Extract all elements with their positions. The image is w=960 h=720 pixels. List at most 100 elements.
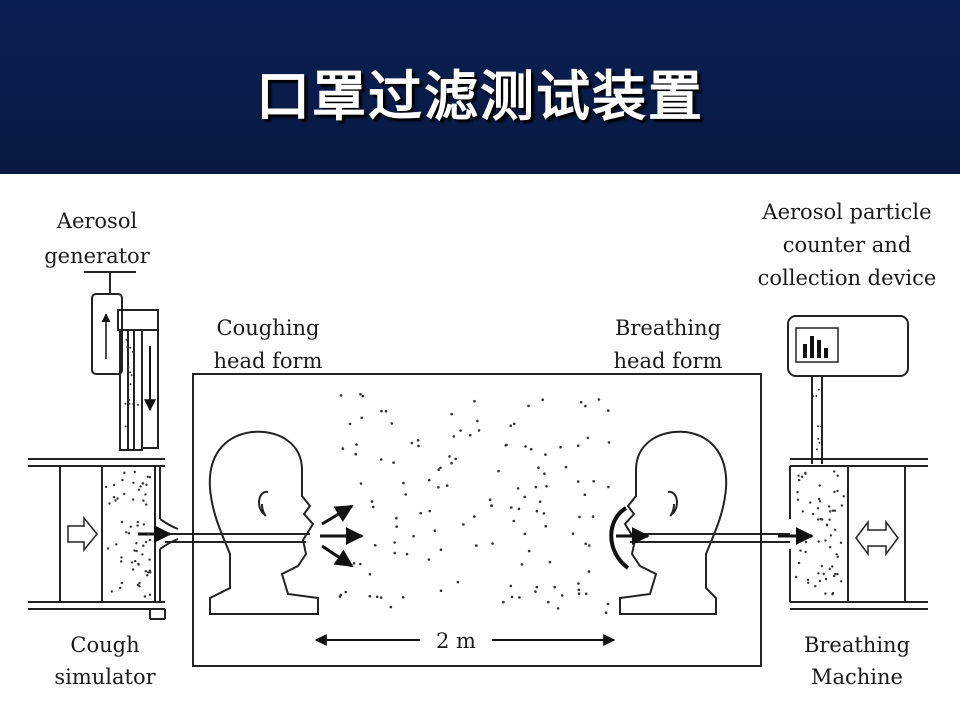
particle-dot xyxy=(797,561,801,565)
title-bar: 口罩过滤测试装置 xyxy=(0,0,960,174)
particle-dot xyxy=(587,570,591,573)
particle-dot xyxy=(577,592,581,595)
particle-dot xyxy=(545,485,548,488)
particle-dot xyxy=(523,532,527,536)
particle-dot xyxy=(339,394,343,397)
test-apparatus-diagram: Aerosol generator Coughing head form Bre… xyxy=(28,200,936,689)
particle-dot xyxy=(807,581,810,584)
particle-dot xyxy=(535,509,539,513)
particle-dot xyxy=(129,371,132,374)
breathing-head-form-label-2: head form xyxy=(614,349,723,373)
particle-dot xyxy=(368,572,372,576)
particle-dot xyxy=(393,551,397,555)
particle-dot xyxy=(828,505,831,508)
particle-dot xyxy=(806,578,810,581)
particle-dot xyxy=(133,549,136,552)
particle-dot xyxy=(131,498,135,501)
breathing-head-form xyxy=(619,430,728,615)
particle-dot xyxy=(128,399,131,401)
particle-dot xyxy=(123,492,126,496)
particle-dot xyxy=(416,439,420,442)
particle-dot xyxy=(450,461,453,465)
particle-dot xyxy=(131,568,135,571)
particle-dot xyxy=(144,540,148,544)
particle-dot xyxy=(828,518,831,521)
particle-dot xyxy=(135,542,138,545)
particle-dot xyxy=(831,593,834,596)
particle-dot xyxy=(809,501,812,504)
particle-dot xyxy=(129,383,132,386)
particle-dot xyxy=(796,490,799,494)
particle-dot xyxy=(571,532,575,535)
particle-dot xyxy=(833,509,837,512)
particle-dot xyxy=(417,444,420,448)
particle-dot xyxy=(817,572,820,575)
particle-dot xyxy=(576,444,580,448)
particle-dot xyxy=(137,403,139,406)
particle-dot xyxy=(815,395,818,397)
particle-dot xyxy=(529,447,533,451)
particle-dot xyxy=(379,458,383,461)
particle-dot xyxy=(115,543,118,546)
particle-dot xyxy=(141,553,144,556)
particle-dot xyxy=(816,507,820,510)
particle-dot xyxy=(818,579,822,583)
chart-icon-bar xyxy=(803,344,807,358)
particle-dot xyxy=(361,394,365,398)
particle-dot xyxy=(814,585,817,588)
particle-dot xyxy=(829,510,832,513)
particle-dot xyxy=(462,523,465,526)
particle-dot xyxy=(459,429,462,432)
chart-icon-bar xyxy=(810,336,814,358)
particle-dot xyxy=(544,453,547,456)
particle-dot xyxy=(147,532,150,536)
particle-dot xyxy=(146,574,149,577)
particle-dot xyxy=(564,465,568,469)
particle-dot xyxy=(149,571,152,574)
particle-dot xyxy=(389,605,393,609)
particle-dot xyxy=(512,422,516,426)
particle-dot xyxy=(840,580,843,583)
particle-dot xyxy=(139,485,142,488)
particle-dot xyxy=(583,493,587,497)
particle-dot xyxy=(123,471,126,474)
particle-dot xyxy=(833,490,836,494)
particle-dot xyxy=(130,374,133,377)
particle-dot xyxy=(144,493,147,496)
particle-dot xyxy=(114,499,117,502)
coughing-head-form-label-1: Coughing xyxy=(217,316,320,340)
particle-dot xyxy=(831,565,834,568)
particle-dot xyxy=(146,475,149,478)
particle-dot xyxy=(133,470,136,474)
particle-dot xyxy=(132,402,135,405)
particle-dot xyxy=(817,540,820,543)
particle-dot xyxy=(412,534,415,538)
particle-dot xyxy=(390,422,394,425)
particle-dot xyxy=(368,594,372,598)
particle-dot xyxy=(433,529,437,532)
particle-dot xyxy=(374,544,377,547)
particle-dot xyxy=(132,350,135,353)
particle-dot xyxy=(428,509,432,513)
particle-dot xyxy=(384,409,388,413)
particle-dot xyxy=(833,574,836,578)
particle-dot xyxy=(804,540,808,544)
particle-counter-label-2: counter and xyxy=(783,233,912,257)
particle-dot xyxy=(437,468,441,472)
test-chamber xyxy=(192,373,762,667)
particle-dot xyxy=(148,593,152,596)
aerosol-particles xyxy=(104,338,845,614)
particle-dot xyxy=(819,425,822,428)
particle-dot xyxy=(606,602,610,606)
particle-dot xyxy=(419,511,423,515)
particle-dot xyxy=(427,558,431,561)
particle-dot xyxy=(132,481,135,484)
particle-dot xyxy=(510,595,514,599)
coughing-head-form xyxy=(208,430,319,615)
coughing-head-ear-icon xyxy=(258,490,269,517)
particle-dot xyxy=(523,495,526,499)
chart-icon-bar xyxy=(824,348,828,358)
particle-dot xyxy=(556,607,560,610)
particle-dot xyxy=(129,525,132,528)
breathing-head-form-label-1: Breathing xyxy=(615,316,721,340)
